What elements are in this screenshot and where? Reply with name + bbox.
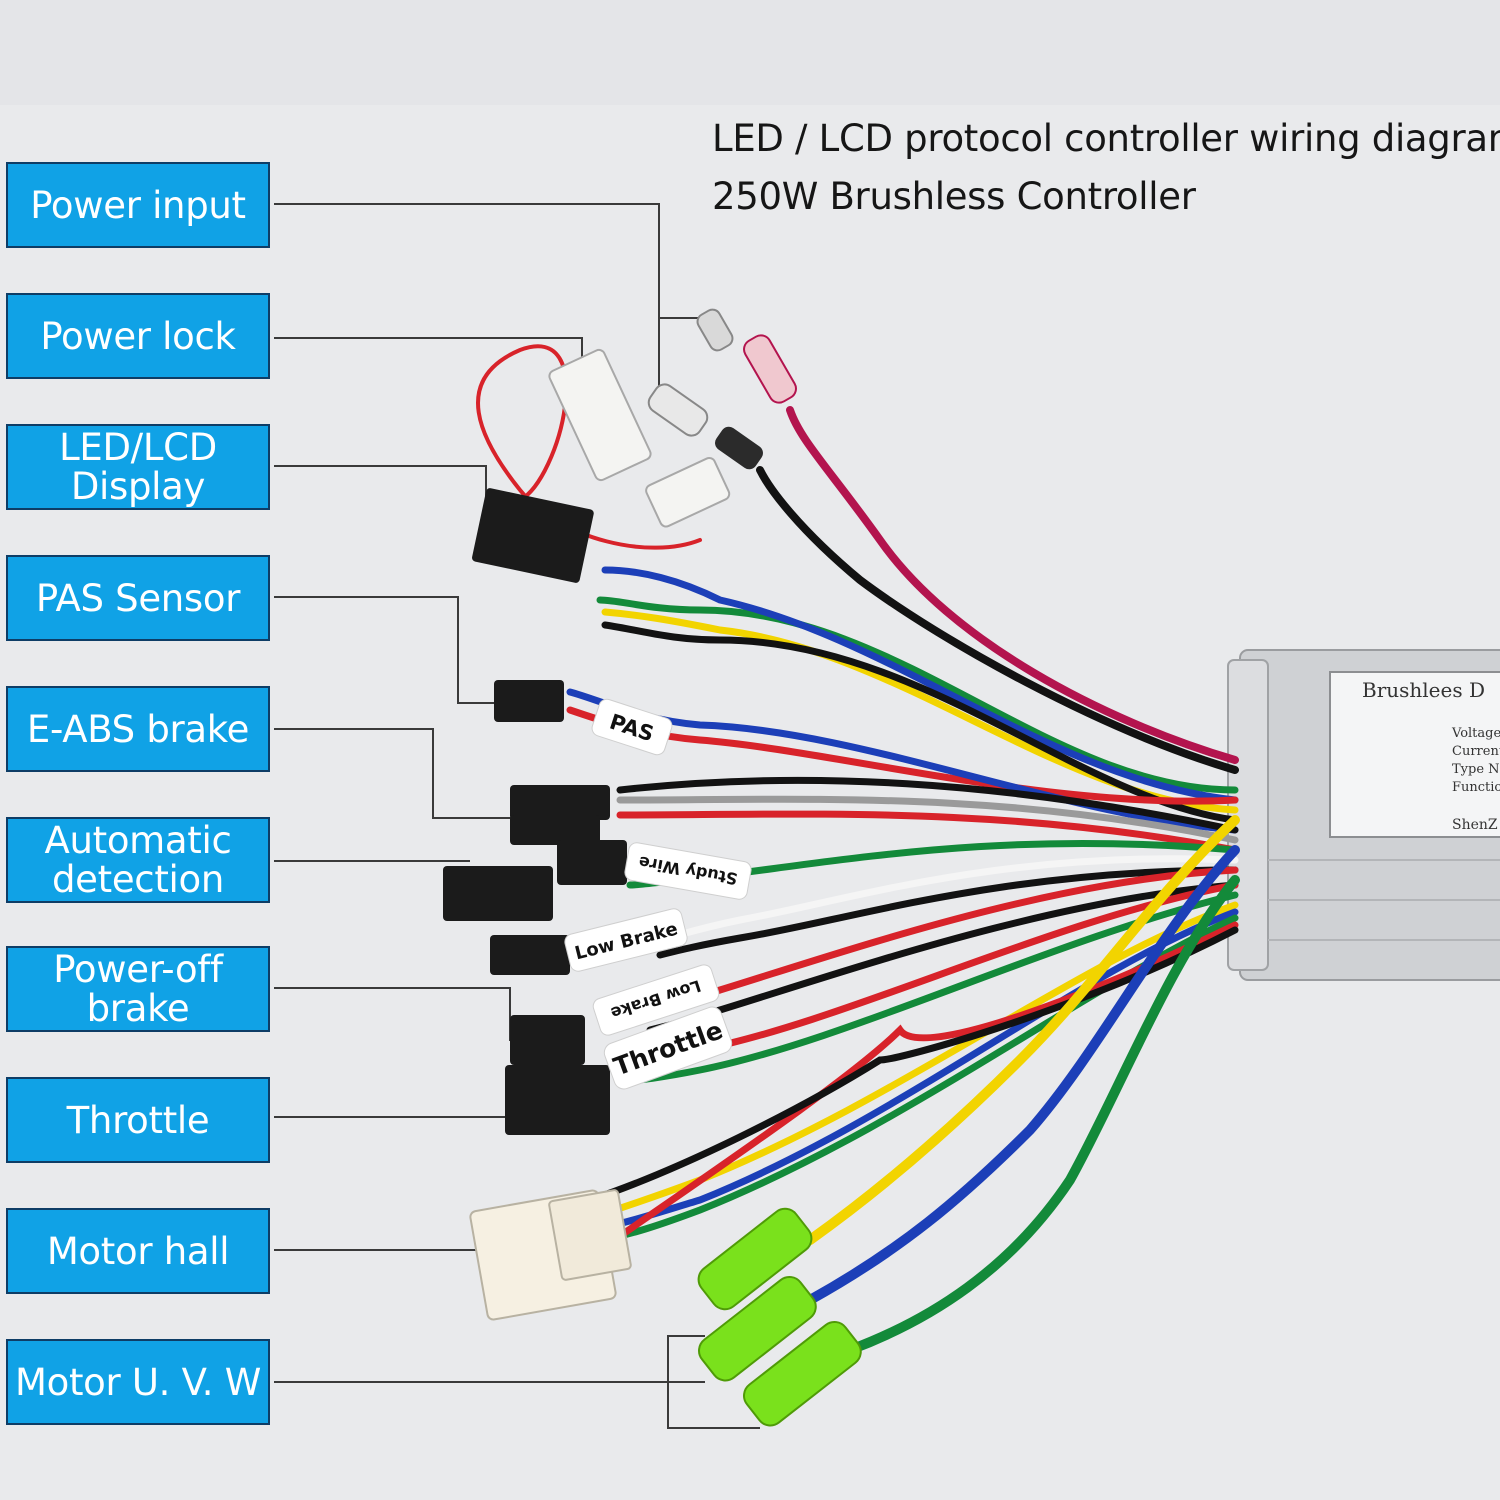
diagram-title: LED / LCD protocol controller wiring dia… xyxy=(712,117,1500,160)
motor-hall-connector xyxy=(469,1189,632,1321)
wire-eabs-grey xyxy=(616,795,1239,844)
controller-line: Type N xyxy=(1452,762,1500,777)
controller-line: Voltage xyxy=(1451,726,1500,741)
wire-motor-blue xyxy=(805,845,1240,1305)
label-e-abs-brake: E-ABS brake xyxy=(6,686,270,772)
power-input-terminal-2 xyxy=(696,308,797,404)
motor-phase-terminal-blue xyxy=(698,1275,817,1382)
leader-lines xyxy=(274,203,760,1429)
leader-line-power-input xyxy=(274,203,660,388)
leader-line-power-off-brake xyxy=(274,987,525,1041)
wire-hall-black xyxy=(586,926,1239,1204)
label-motor-hall: Motor hall xyxy=(6,1208,270,1294)
diagram-subtitle: 250W Brushless Controller xyxy=(712,175,1196,218)
label-throttle: Throttle xyxy=(6,1077,270,1163)
wire-bundle xyxy=(476,344,1240,1355)
connectors xyxy=(443,308,862,1427)
wire-power-black xyxy=(756,466,1239,774)
leader-line-display xyxy=(274,465,487,524)
leader-line-power-lock xyxy=(274,337,583,362)
pas-connector xyxy=(494,680,564,722)
eabs-connector-bottom xyxy=(510,815,600,845)
motor-phase-terminal-green xyxy=(743,1320,862,1427)
auto-detect-connector-a xyxy=(443,866,553,921)
controller-line: Current xyxy=(1452,744,1500,759)
wire-tag-low1: Low Brake xyxy=(564,908,688,972)
leader-line-motor-uvw-branch xyxy=(667,1335,760,1429)
label-motor-uvw: Motor U. V. W xyxy=(6,1339,270,1425)
wire-low1-white xyxy=(656,855,1239,944)
power-input-terminal-1 xyxy=(647,383,763,470)
leader-line-eabs xyxy=(274,728,512,819)
wire-low1-black xyxy=(656,866,1239,959)
label-power-input: Power input xyxy=(6,162,270,248)
eabs-connector-top xyxy=(510,785,610,820)
wire-motor-green xyxy=(845,875,1240,1355)
wire-display-blue xyxy=(601,566,1239,804)
wire-lock-red xyxy=(476,344,702,550)
wire-tag-study: Study Wire xyxy=(624,842,752,900)
wire-eabs-black xyxy=(616,776,1239,834)
power-lock-connector xyxy=(548,348,731,528)
controller-line: Functio xyxy=(1452,780,1500,795)
controller-heading: Brushlees D xyxy=(1362,678,1485,702)
auto-detect-connector-b xyxy=(557,840,627,885)
motor-phase-terminal-yellow xyxy=(697,1207,813,1311)
label-power-lock: Power lock xyxy=(6,293,270,379)
leader-line-pas xyxy=(274,596,496,704)
label-pas-sensor: PAS Sensor xyxy=(6,555,270,641)
controller-box: Brushlees D Voltage Current Type N Funct… xyxy=(1227,649,1500,981)
low-brake-connector xyxy=(490,935,570,975)
header-band xyxy=(0,0,1500,105)
wire-power-red xyxy=(786,406,1239,764)
wire-motor-yellow xyxy=(805,815,1240,1245)
wire-hall-yellow xyxy=(596,901,1239,1219)
throttle-connector xyxy=(505,1065,610,1135)
controller-maker: ShenZ xyxy=(1452,817,1498,833)
wire-eabs-red xyxy=(616,810,1239,854)
label-automatic-detection: Automatic detection xyxy=(6,817,270,903)
wire-tag-pas: PAS xyxy=(591,698,673,756)
label-power-off-brake: Power-off brake xyxy=(6,946,270,1032)
power-off-brake-connector xyxy=(510,1015,585,1065)
label-led-lcd-display: LED/LCD Display xyxy=(6,424,270,510)
display-connector xyxy=(472,488,594,583)
wire-display-black xyxy=(601,621,1239,824)
